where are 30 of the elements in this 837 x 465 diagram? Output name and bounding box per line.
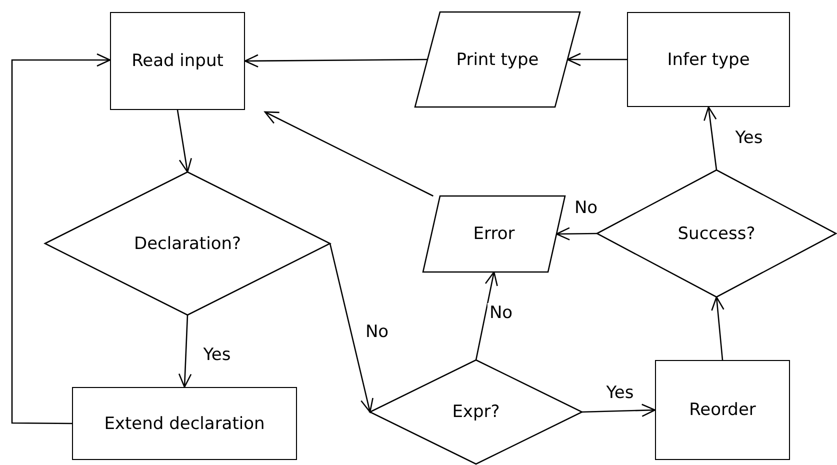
arrow (582, 404, 656, 417)
node-label: Expr? (452, 402, 500, 422)
arrow (704, 106, 718, 170)
decision-diamond (45, 172, 330, 315)
arrow (178, 314, 192, 388)
arrow (711, 296, 724, 360)
decision-diamond (597, 170, 836, 297)
arrow (11, 53, 111, 424)
node-label: Success? (678, 224, 756, 244)
process-box (72, 387, 297, 460)
node-label: Error (473, 224, 515, 244)
node-label: Declaration? (134, 234, 242, 254)
process-box (110, 12, 245, 110)
node-label: Reorder (689, 400, 756, 420)
arrow (329, 243, 374, 413)
node-label: Print type (456, 50, 539, 70)
process-box (627, 12, 790, 107)
io-parallelogram (423, 196, 565, 272)
arrow (244, 54, 428, 68)
io-parallelogram (415, 12, 580, 107)
arrow (556, 227, 597, 240)
node-label: Infer type (667, 50, 750, 70)
arrow (475, 271, 498, 360)
arrow (176, 110, 192, 173)
node-label: Read input (132, 51, 224, 71)
node-label: Extend declaration (104, 414, 265, 434)
arrow (264, 111, 434, 197)
decision-diamond (370, 360, 582, 464)
process-box (655, 360, 790, 460)
arrow (566, 52, 627, 66)
